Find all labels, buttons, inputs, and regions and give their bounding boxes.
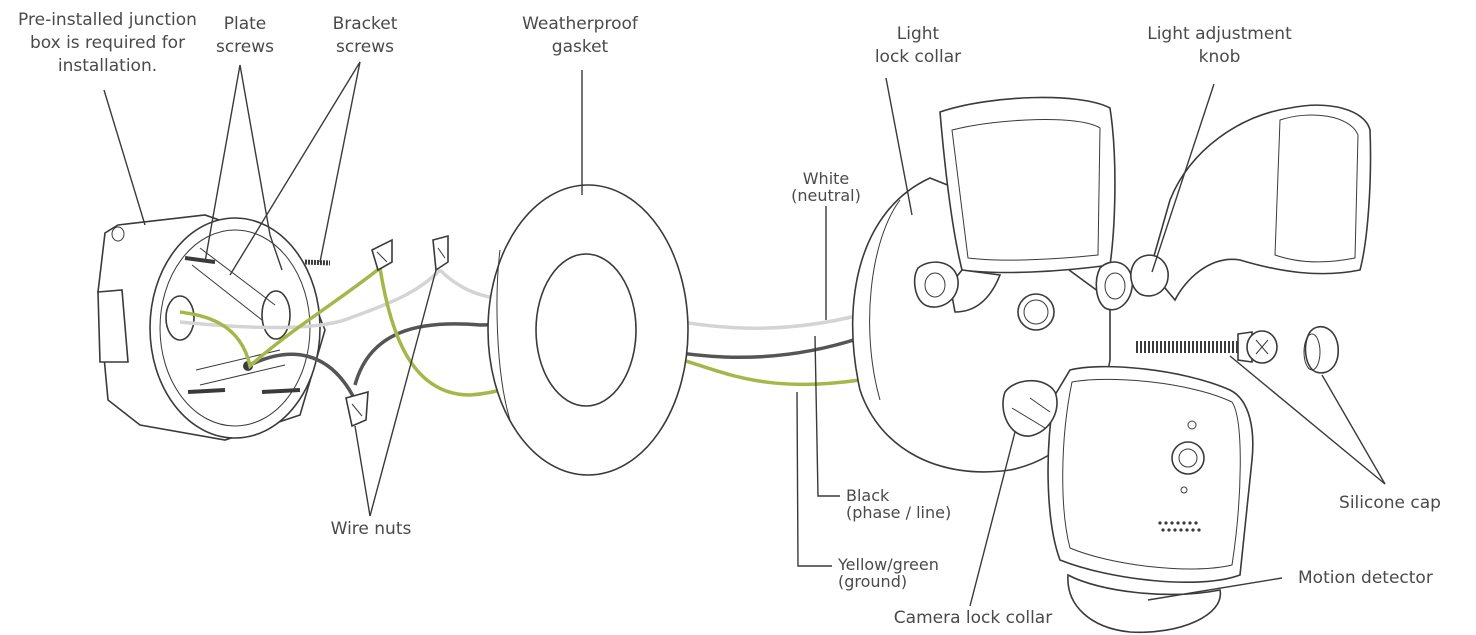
camera [1002,365,1254,634]
motion-detector [1067,573,1222,634]
camera-lock-collar [1002,380,1058,437]
ground-wire-label: Yellow/green (ground) [838,555,939,591]
white-neutral-label: White (neutral) [791,169,861,205]
bracket-screw [304,259,331,266]
silicone-cap [1303,325,1339,374]
junction-box-label: Pre-installed junction box is required f… [18,10,197,76]
light-lock-collar-label: Light lock collar [874,24,962,67]
plate-screw [184,256,216,264]
weatherproof-gasket-label: Weatherproof gasket [522,14,638,57]
camera-lock-collar-label: Camera lock collar [893,608,1053,628]
weatherproof-gasket [487,184,689,476]
wire-nut [432,234,449,272]
light-adjustment-knob [1130,254,1169,297]
motion-detector-label: Motion detector [1298,568,1433,588]
wire-nuts-label: Wire nuts [330,519,412,539]
wire-nut [345,390,369,428]
leader-lines [103,61,1386,607]
light-adjustment-knob-label: Light adjustment knob [1147,24,1292,67]
black-wire-label: Black (phase / line) [846,486,952,522]
long-screw [1136,330,1278,364]
plate-screw [187,388,226,394]
bracket-screw [261,388,301,394]
wire-nut [371,238,393,272]
right-light-head [1095,104,1372,311]
bracket-screws-label: Bracket screws [332,14,398,57]
plate-screws-label: Plate screws [215,14,275,57]
left-light-head [913,96,1116,313]
silicone-cap-label: Silicone cap [1339,493,1441,513]
